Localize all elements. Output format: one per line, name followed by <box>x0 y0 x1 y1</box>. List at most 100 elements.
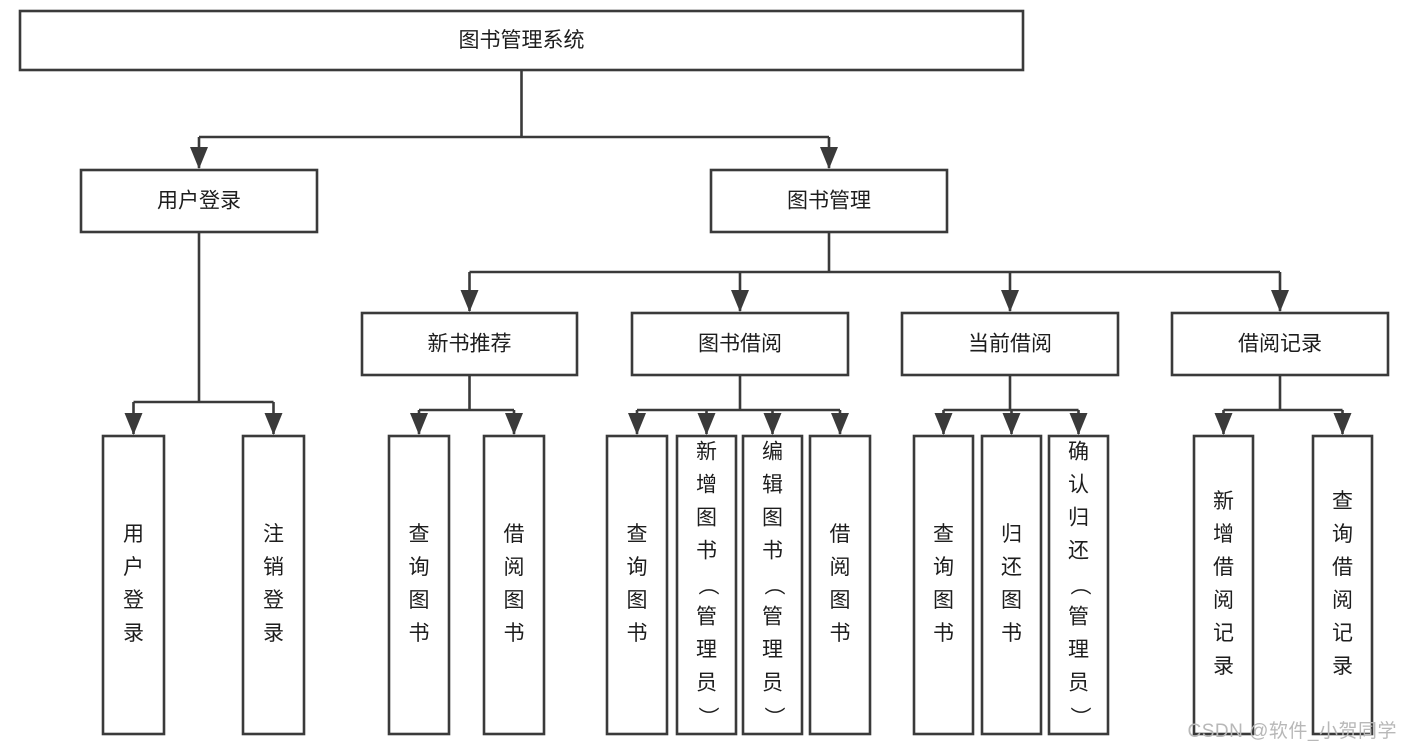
node-label-char: 书 <box>504 622 525 645</box>
node-box <box>360 311 579 377</box>
node-borrow-record[interactable]: 借阅记录 <box>1170 311 1390 377</box>
node-box <box>980 434 1043 736</box>
node-box <box>79 168 319 234</box>
node-label-char: 书 <box>1001 622 1022 645</box>
node-label-char: 询 <box>627 556 648 579</box>
node-label-char: 管 <box>1068 606 1089 629</box>
node-label-char: 登 <box>123 589 144 612</box>
node-box <box>18 9 1025 72</box>
node-label-char: 书 <box>627 622 648 645</box>
node-label: 新书推荐 <box>428 333 512 356</box>
arrow-head-icon <box>460 290 479 312</box>
node-leaf-user-login[interactable]: 用户登录 <box>101 434 166 736</box>
node-label-char: 图 <box>933 589 954 612</box>
arrow-head-icon <box>1333 413 1352 435</box>
node-box <box>101 434 166 736</box>
arrow-head-icon <box>831 413 849 435</box>
node-label-char: 管 <box>762 606 783 629</box>
connector-lines <box>124 70 1352 435</box>
arrow-head-icon <box>1069 413 1088 435</box>
node-label-char: 辑 <box>762 474 783 497</box>
node-label-char: 阅 <box>1332 589 1353 612</box>
node-label-char: ） <box>696 707 719 728</box>
node-box <box>1311 434 1374 736</box>
node-label-char: 理 <box>762 639 783 662</box>
node-box <box>605 434 669 736</box>
node-label-char: 查 <box>627 523 648 546</box>
node-label-char: 注 <box>263 523 284 546</box>
node-book-manage[interactable]: 图书管理 <box>709 168 949 234</box>
node-label-char: 图 <box>762 507 783 530</box>
arrow-head-icon <box>1271 290 1289 312</box>
node-label: 用户登录 <box>157 190 241 213</box>
node-box <box>741 434 804 736</box>
node-book-borrow[interactable]: 图书借阅 <box>630 311 850 377</box>
node-box <box>709 168 949 234</box>
node-current-borrow[interactable]: 当前借阅 <box>900 311 1120 377</box>
arrow-head-icon <box>820 147 838 169</box>
node-label-char: （ <box>1068 575 1091 596</box>
node-label-char: 还 <box>1068 540 1089 563</box>
node-box <box>1192 434 1255 736</box>
arrow-head-icon <box>124 413 143 435</box>
node-user-login[interactable]: 用户登录 <box>79 168 319 234</box>
node-label-char: 图 <box>504 589 525 612</box>
node-new-book-rec[interactable]: 新书推荐 <box>360 311 579 377</box>
arrow-head-icon <box>1002 413 1021 435</box>
node-label-char: 询 <box>409 556 430 579</box>
node-label: 当前借阅 <box>968 333 1052 356</box>
node-label: 图书借阅 <box>698 333 782 356</box>
node-label-char: 图 <box>627 589 648 612</box>
node-label-char: 录 <box>1213 655 1234 678</box>
node-label: 图书管理 <box>787 190 871 213</box>
arrow-head-icon <box>264 413 283 435</box>
node-label-char: 录 <box>1332 655 1353 678</box>
node-label-char: 借 <box>830 523 851 546</box>
node-label-char: 新 <box>696 441 717 464</box>
node-label-char: 查 <box>1332 490 1353 513</box>
arrow-head-icon <box>628 413 646 435</box>
node-label-char: 书 <box>762 540 783 563</box>
node-label-char: 查 <box>409 523 430 546</box>
node-label-char: 编 <box>762 441 783 464</box>
node-label-char: 员 <box>1068 672 1089 695</box>
node-label-char: 用 <box>123 523 144 546</box>
node-label-char: 确 <box>1068 441 1089 464</box>
node-label-char: 归 <box>1068 507 1089 530</box>
node-label-char: 借 <box>1213 556 1234 579</box>
arrow-head-icon <box>505 413 523 435</box>
node-label-char: 录 <box>123 622 144 645</box>
node-box <box>900 311 1120 377</box>
node-label-char: 阅 <box>1213 589 1234 612</box>
node-label: 借阅记录 <box>1238 333 1322 356</box>
node-label-char: （ <box>696 575 719 596</box>
node-label-char: 图 <box>696 507 717 530</box>
node-label: 图书管理系统 <box>459 29 585 52</box>
node-label-char: 图 <box>830 589 851 612</box>
arrow-head-icon <box>763 413 782 435</box>
node-root[interactable]: 图书管理系统 <box>18 9 1025 72</box>
node-label-char: 增 <box>696 474 717 497</box>
node-label-char: 记 <box>1213 622 1234 645</box>
node-box <box>808 434 872 736</box>
arrow-head-icon <box>410 413 428 435</box>
arrow-head-icon <box>190 147 208 169</box>
node-box <box>1047 434 1110 736</box>
node-label-char: 查 <box>933 523 954 546</box>
node-label-char: 借 <box>1332 556 1353 579</box>
node-label-char: 户 <box>123 556 144 579</box>
